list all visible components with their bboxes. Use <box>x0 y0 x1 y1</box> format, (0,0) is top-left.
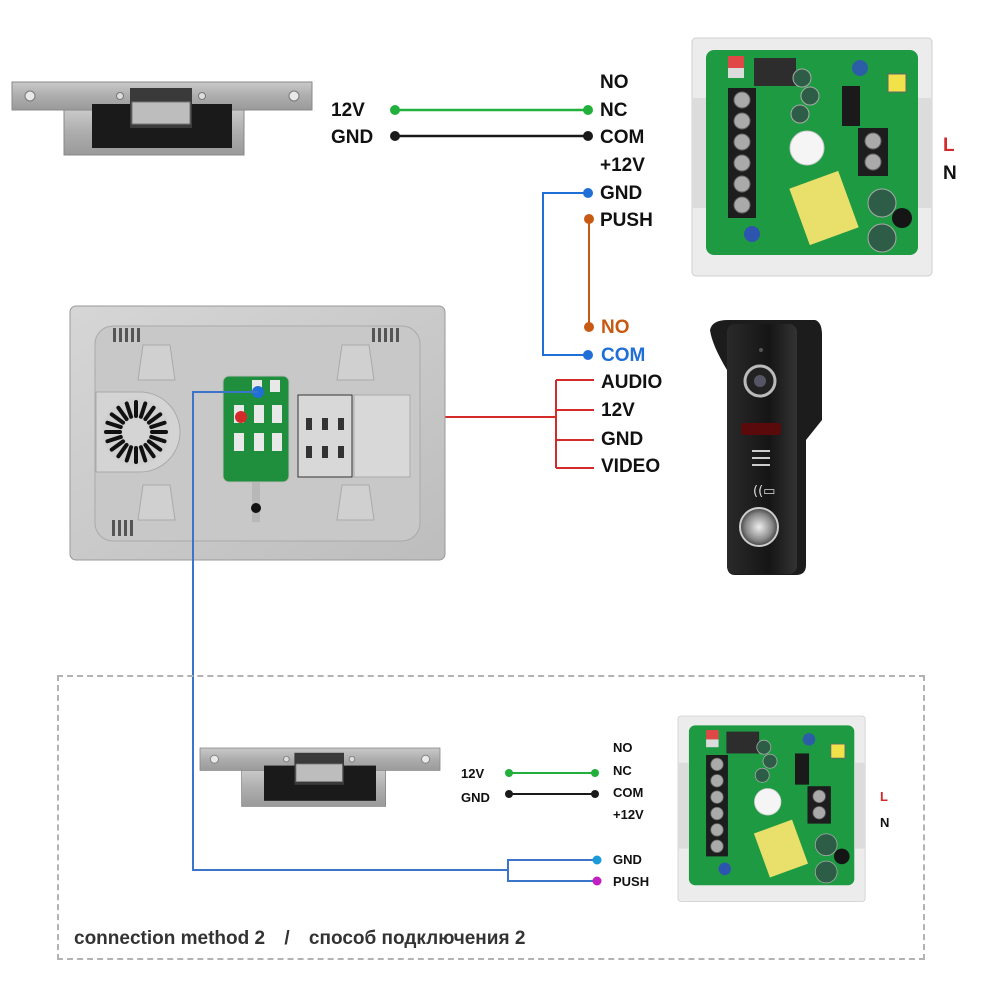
mains2-n-label: N <box>880 815 890 830</box>
grille-slot <box>105 434 123 444</box>
lock-label-12v: 12V <box>331 100 365 121</box>
mains-l-label: L <box>943 135 955 156</box>
lock-label-gnd: GND <box>331 127 374 148</box>
grille-slot <box>124 401 134 419</box>
grille-slot <box>146 439 163 452</box>
lock2-label-gnd: GND <box>461 790 490 805</box>
electric-strike-lock <box>11 81 313 156</box>
terminal-dot <box>584 322 594 332</box>
psu-terminal-nc: NC <box>600 100 628 121</box>
grille-slot <box>143 442 156 459</box>
mains2-l-label: L <box>880 789 888 804</box>
psu2-terminal-no: NO <box>613 740 633 755</box>
outdoor-door-station: ((▭ <box>710 320 822 575</box>
speaker-grille-icon <box>102 398 170 466</box>
grille-slot <box>138 401 148 419</box>
terminal-dot <box>583 350 593 360</box>
grille-slot <box>105 420 123 430</box>
power-supply-board <box>691 37 933 277</box>
door-relay-no: NO <box>601 317 630 338</box>
terminal-dot <box>505 790 513 798</box>
grille-slot <box>116 405 129 422</box>
call-button <box>739 507 779 547</box>
psu-terminal-com: COM <box>600 127 645 148</box>
indoor-monitor-back <box>69 305 446 561</box>
grille-slot <box>149 434 167 444</box>
terminal-dot <box>592 855 602 865</box>
terminal-dot <box>505 769 513 777</box>
terminal-dot <box>591 769 599 777</box>
grille-slot <box>138 445 148 463</box>
psu-terminal-12v: +12V <box>600 155 645 176</box>
wire-branch <box>507 859 597 882</box>
wire-monitor-unlock <box>192 391 508 871</box>
psu-terminal-gnd: GND <box>600 183 643 204</box>
grille-slot <box>124 445 134 463</box>
terminal-dot <box>390 105 400 115</box>
grille-slot <box>116 442 129 459</box>
terminal-dot <box>584 214 594 224</box>
psu2-terminal-com: COM <box>613 785 644 800</box>
grille-slot <box>146 412 163 425</box>
psu2-terminal-nc: NC <box>613 763 632 778</box>
method-2-caption: connection method 2 / способ подключения… <box>74 928 539 950</box>
terminal-dot <box>583 105 593 115</box>
psu-terminal-push: PUSH <box>600 210 653 231</box>
wire-gnd-com-blue <box>542 192 588 356</box>
terminal-dot <box>591 790 599 798</box>
lock2-label-12v: 12V <box>461 766 485 781</box>
psu2-terminal-12v: +12V <box>613 807 644 822</box>
monitor-port-dot-door <box>235 411 247 423</box>
grille-slot <box>109 439 126 452</box>
rfid-icon: ((▭ <box>753 484 775 499</box>
door-relay-com: COM <box>601 345 646 366</box>
grille-slot <box>143 405 156 422</box>
caption-russian: способ подключения 2 <box>308 928 526 949</box>
door-wire-audio: AUDIO <box>601 372 663 393</box>
terminal-dot <box>592 876 602 886</box>
terminal-dot <box>390 131 400 141</box>
terminal-dot <box>583 188 593 198</box>
method-2-frame <box>57 675 925 960</box>
door-wire-video: VIDEO <box>601 456 661 477</box>
grille-slot <box>149 420 167 430</box>
caption-english: connection method 2 <box>74 928 266 949</box>
psu2-terminal-gnd: GND <box>613 852 642 867</box>
terminal-dot <box>583 131 593 141</box>
mains-n-label: N <box>943 163 957 184</box>
psu2-terminal-push: PUSH <box>613 874 650 889</box>
psu-terminal-no: NO <box>600 72 629 93</box>
caption-separator: / <box>284 928 290 949</box>
grille-slot <box>109 412 126 425</box>
door-wire-gnd: GND <box>601 429 644 450</box>
door-wire-12v: 12V <box>601 400 635 421</box>
